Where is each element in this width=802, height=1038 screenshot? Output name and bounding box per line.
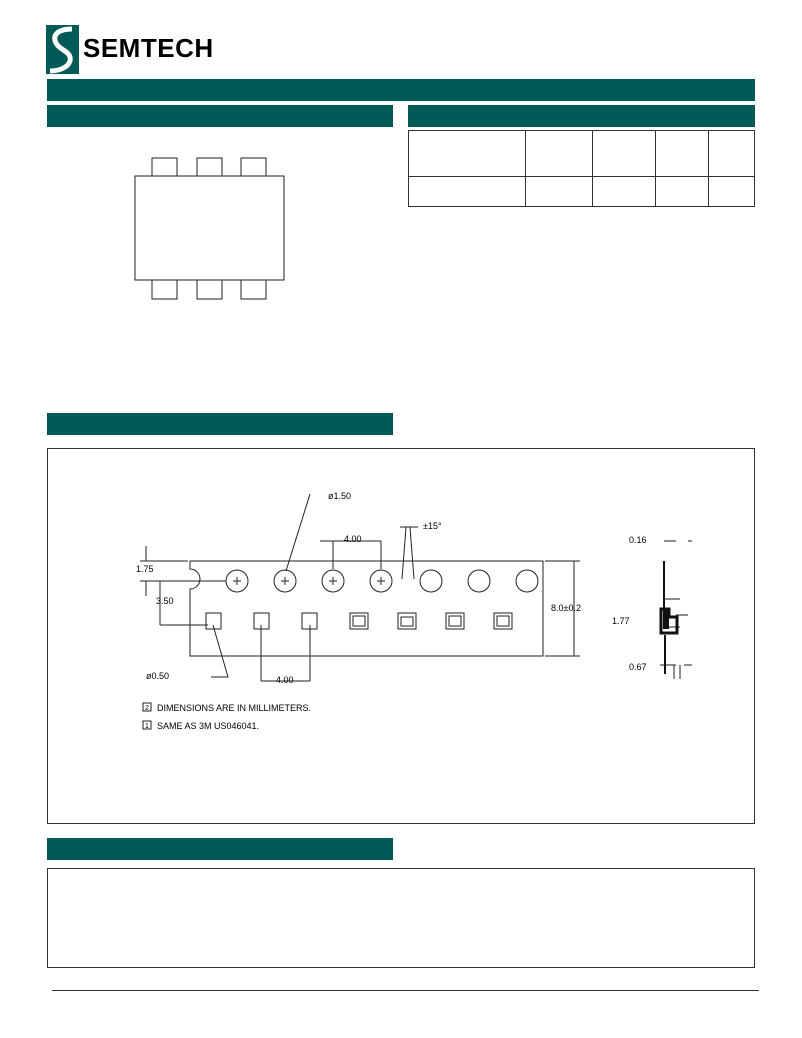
table-cell xyxy=(525,176,593,207)
table-cell xyxy=(655,176,709,207)
pocket xyxy=(349,612,369,630)
section-bar-tape xyxy=(47,413,393,435)
tape-drawing-box: ø1.50 4.00 ±15° 1.75 3.50 8.0±0.2 ø0.50 … xyxy=(47,448,755,824)
pocket-depth-label: 1.77 xyxy=(612,616,630,626)
tape-width-label: 8.0±0.2 xyxy=(551,603,581,613)
table-cell xyxy=(655,130,709,177)
pocket xyxy=(397,612,417,630)
table-cell xyxy=(592,130,656,177)
pocket xyxy=(493,612,513,630)
spec-table xyxy=(408,130,755,207)
tape-profile-top xyxy=(663,561,669,629)
table-cell xyxy=(708,176,755,207)
pocket-diameter-label: ø0.50 xyxy=(146,671,169,681)
angle-tolerance-label: ±15° xyxy=(423,521,442,531)
sprocket-hole xyxy=(467,569,491,593)
tape-drawing: ø1.50 4.00 ±15° 1.75 3.50 8.0±0.2 ø0.50 … xyxy=(136,491,692,731)
tape-outline xyxy=(189,560,544,657)
package-body xyxy=(134,175,285,281)
note-1-text: SAME AS 3M US046041. xyxy=(157,721,259,731)
table-cell xyxy=(408,176,526,207)
bottom-box xyxy=(47,868,755,968)
note-2-text: DIMENSIONS ARE IN MILLIMETERS. xyxy=(157,703,311,713)
semtech-s-logo-icon xyxy=(49,26,73,74)
thickness-bottom-label: 0.67 xyxy=(629,662,647,672)
note-2-marker: 2 xyxy=(145,705,149,712)
sprocket-hole xyxy=(419,569,443,593)
edge-to-hole-label: 1.75 xyxy=(136,564,154,574)
note-1-marker: 1 xyxy=(145,723,149,730)
hole-pitch-label: 4.00 xyxy=(344,534,362,544)
thickness-top-label: 0.16 xyxy=(629,535,647,545)
brand-name: SEMTECH xyxy=(83,33,214,63)
pocket xyxy=(205,612,222,630)
package-outline-diagram xyxy=(134,157,285,300)
hole-to-pocket-label: 3.50 xyxy=(156,596,174,606)
bottom-pin-2 xyxy=(196,279,223,300)
sprocket-hole xyxy=(321,569,345,593)
section-bar-bottom xyxy=(47,838,393,860)
section-bar-left xyxy=(47,105,393,127)
bottom-pin-3 xyxy=(240,279,267,300)
section-bar-right xyxy=(408,105,755,127)
table-cell xyxy=(525,130,593,177)
top-pin-1 xyxy=(151,157,178,177)
sprocket-diameter-label: ø1.50 xyxy=(328,491,351,501)
top-pin-3 xyxy=(240,157,267,177)
sprocket-hole xyxy=(515,569,539,593)
semtech-logo-icon xyxy=(46,25,79,74)
sprocket-hole xyxy=(273,569,297,593)
table-cell xyxy=(408,130,526,177)
table-cell xyxy=(592,176,656,207)
bottom-pin-1 xyxy=(151,279,178,300)
top-pin-2 xyxy=(196,157,223,177)
footer-rule xyxy=(52,990,759,991)
pocket-pitch-label: 4.00 xyxy=(276,675,294,685)
table-cell xyxy=(708,130,755,177)
pocket xyxy=(445,612,465,630)
title-bar xyxy=(47,79,755,101)
sprocket-hole xyxy=(369,569,393,593)
